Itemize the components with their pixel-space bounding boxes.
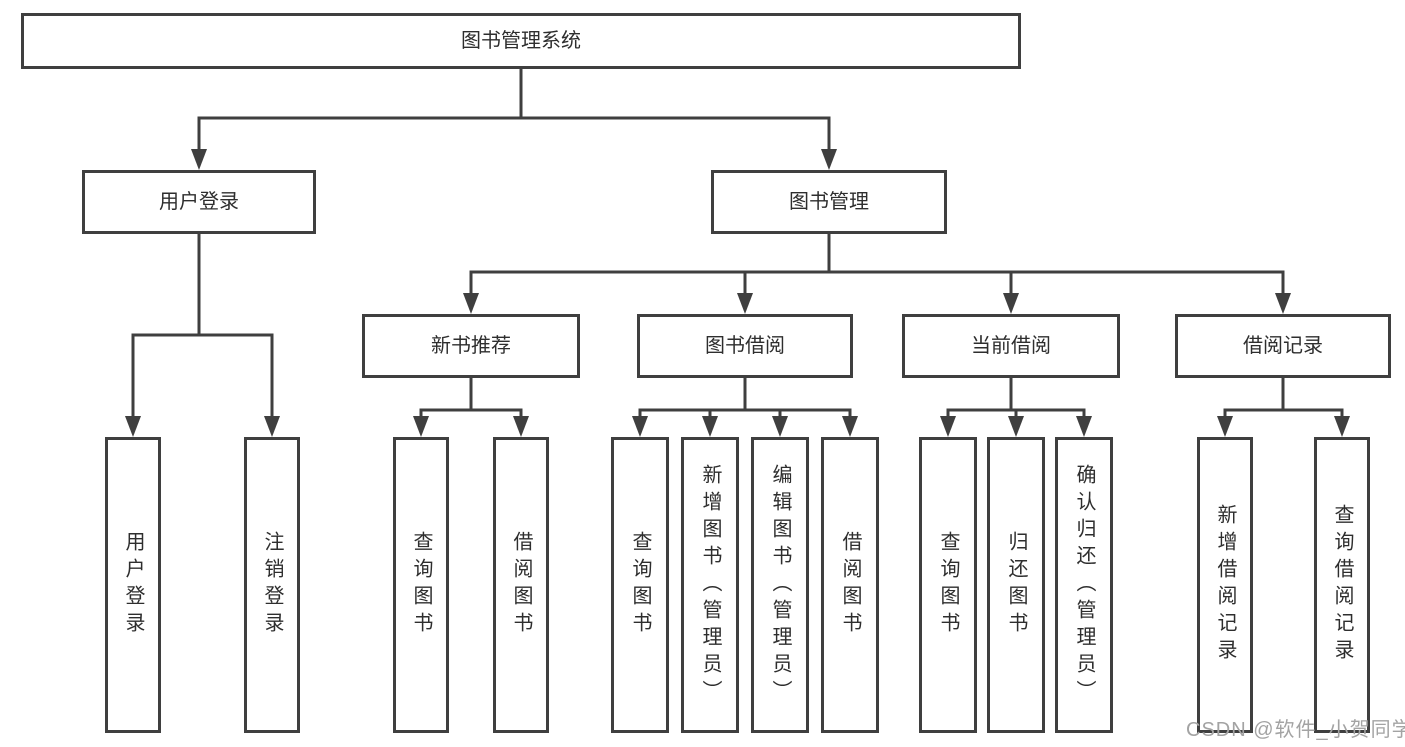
connector-root-to-level2 xyxy=(191,69,837,170)
leaf-add-books-admin-label: 新增图书（管理员） xyxy=(699,463,721,707)
leaf-query-books-recommend: 查询图书 xyxy=(393,437,449,733)
leaf-logout-label: 注销登录 xyxy=(261,531,283,639)
node-book-borrow-label: 图书借阅 xyxy=(705,335,785,357)
leaf-edit-books-admin: 编辑图书（管理员） xyxy=(751,437,809,733)
connector-book-borrow-to-leaves xyxy=(632,378,858,437)
connector-borrow-records-to-leaves xyxy=(1217,378,1350,437)
node-borrow-records: 借阅记录 xyxy=(1175,314,1391,378)
node-user-login: 用户登录 xyxy=(82,170,316,234)
leaf-edit-books-admin-label: 编辑图书（管理员） xyxy=(769,463,791,707)
leaf-add-borrow-record-label: 新增借阅记录 xyxy=(1214,504,1236,666)
leaf-add-books-admin: 新增图书（管理员） xyxy=(681,437,739,733)
leaf-return-books: 归还图书 xyxy=(987,437,1045,733)
leaf-borrow-books-label: 借阅图书 xyxy=(839,531,861,639)
leaf-borrow-books-recommend: 借阅图书 xyxy=(493,437,549,733)
leaf-query-borrow-record-label: 查询借阅记录 xyxy=(1331,504,1353,666)
csdn-watermark: CSDN @软件_小贺同学 xyxy=(1186,719,1405,741)
node-borrow-records-label: 借阅记录 xyxy=(1243,335,1323,357)
connector-user-login-to-leaves xyxy=(125,234,280,437)
node-user-login-label: 用户登录 xyxy=(159,191,239,213)
node-current-borrow: 当前借阅 xyxy=(902,314,1120,378)
leaf-query-books-borrow-label: 查询图书 xyxy=(629,531,651,639)
connector-book-management-to-level3 xyxy=(463,234,1291,314)
node-book-management: 图书管理 xyxy=(711,170,947,234)
leaf-add-borrow-record: 新增借阅记录 xyxy=(1197,437,1253,733)
leaf-user-login: 用户登录 xyxy=(105,437,161,733)
leaf-confirm-return-admin: 确认归还（管理员） xyxy=(1055,437,1113,733)
connector-new-book-to-leaves xyxy=(413,378,529,437)
leaf-query-books-current: 查询图书 xyxy=(919,437,977,733)
leaf-return-books-label: 归还图书 xyxy=(1005,531,1027,639)
leaf-logout: 注销登录 xyxy=(244,437,300,733)
leaf-query-books-borrow: 查询图书 xyxy=(611,437,669,733)
leaf-borrow-books: 借阅图书 xyxy=(821,437,879,733)
node-new-book-recommend-label: 新书推荐 xyxy=(431,335,511,357)
leaf-query-borrow-record: 查询借阅记录 xyxy=(1314,437,1370,733)
leaf-borrow-books-recommend-label: 借阅图书 xyxy=(510,531,532,639)
node-library-system: 图书管理系统 xyxy=(21,13,1021,69)
leaf-query-books-current-label: 查询图书 xyxy=(937,531,959,639)
node-book-borrow: 图书借阅 xyxy=(637,314,853,378)
leaf-user-login-label: 用户登录 xyxy=(122,531,144,639)
leaf-confirm-return-admin-label: 确认归还（管理员） xyxy=(1073,463,1095,707)
connector-current-borrow-to-leaves xyxy=(940,378,1092,437)
node-new-book-recommend: 新书推荐 xyxy=(362,314,580,378)
node-library-system-label: 图书管理系统 xyxy=(461,30,581,52)
node-book-management-label: 图书管理 xyxy=(789,191,869,213)
node-current-borrow-label: 当前借阅 xyxy=(971,335,1051,357)
leaf-query-books-recommend-label: 查询图书 xyxy=(410,531,432,639)
